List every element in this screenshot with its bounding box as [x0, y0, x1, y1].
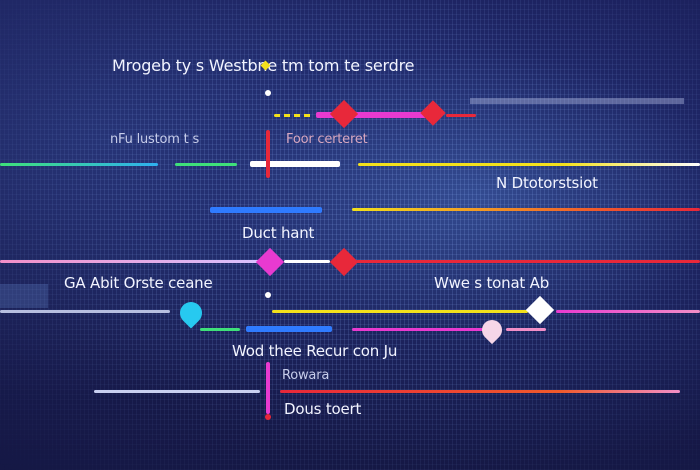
- row0-red-marker-2: [420, 100, 446, 126]
- row5-magenta-vertical-bar: [266, 362, 270, 414]
- row4-dot: [265, 292, 271, 298]
- row6-center-label: Dous toert: [284, 400, 362, 418]
- row4-left-label: GA Abit Orste ceane: [64, 274, 213, 292]
- row1-teal-segment: [175, 163, 237, 166]
- row4b-pink-segment: [506, 328, 546, 331]
- row1-white-segment: [250, 161, 340, 167]
- row6-dot: [265, 414, 271, 420]
- row0-magenta-segment: [316, 112, 426, 118]
- row3-pink-segment: [0, 260, 262, 263]
- row5-center-label: Wod thee Recur con Ju: [232, 342, 398, 360]
- left-translucent-panel: [0, 284, 48, 308]
- row5-white-segment: [94, 390, 260, 393]
- row3-red-marker: [329, 247, 359, 277]
- row0-yellow-dash: [274, 114, 314, 117]
- header-dot: [265, 90, 271, 96]
- row0-red-marker: [329, 99, 359, 129]
- row4-right-label: Wwe s tonat Ab: [434, 274, 550, 292]
- row4b-pink-marker: [477, 315, 507, 345]
- row3-magenta-marker: [255, 247, 285, 277]
- row4b-blue-segment: [246, 326, 332, 332]
- row3-red-segment: [356, 260, 700, 263]
- row1-red-vertical-bar: [266, 130, 270, 178]
- row1-green-segment: [0, 163, 158, 166]
- row4b-magenta-segment: [352, 328, 488, 331]
- top-right-panel: [470, 98, 684, 104]
- row4b-green-segment: [200, 328, 240, 331]
- row1-yellow-segment: [358, 163, 700, 166]
- row4-magenta-segment: [556, 310, 700, 313]
- row2-right-label: N Dtotorstsiot: [496, 174, 598, 192]
- row1-right-label: Foor certeret: [286, 132, 368, 147]
- row4-yellow-segment: [272, 310, 528, 313]
- row4-cyan-marker: [175, 297, 207, 329]
- row0-red-tail: [446, 114, 476, 117]
- row5-red-segment: [280, 390, 680, 393]
- row1-left-label: nFu lustom t s: [110, 132, 200, 147]
- row5-sub-label: Rowara: [282, 368, 330, 383]
- row3-white-segment: [284, 260, 330, 263]
- row4-white-marker: [525, 295, 555, 325]
- row3-center-label: Duct hant: [242, 224, 315, 242]
- row2-blue-segment: [210, 207, 322, 213]
- row2-yellow-segment: [352, 208, 700, 211]
- row4-grey-segment: [0, 310, 170, 313]
